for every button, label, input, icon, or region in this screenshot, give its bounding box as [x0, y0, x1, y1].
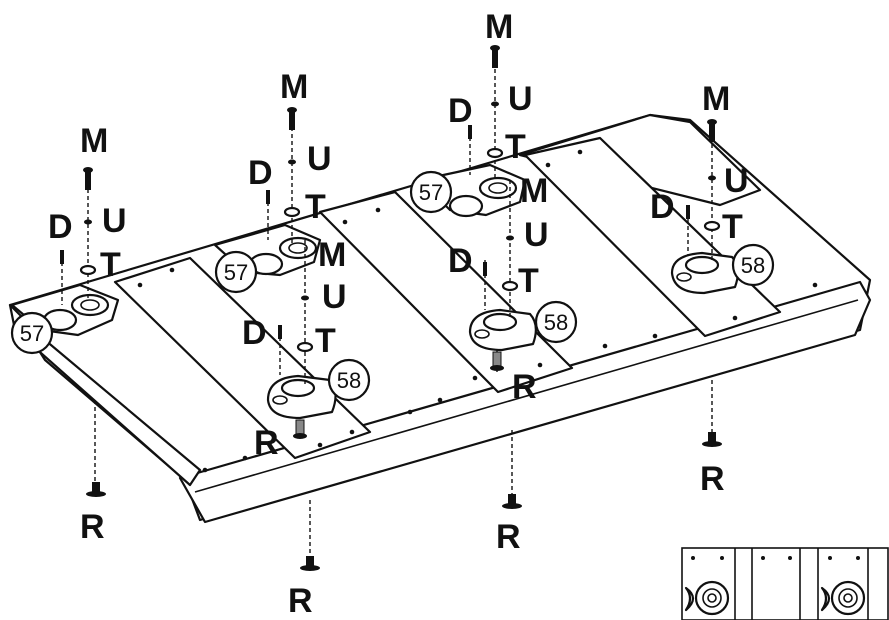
label-r: R: [254, 424, 279, 462]
frame-hole: [602, 343, 608, 349]
frame-hole: [537, 362, 543, 368]
callout-57: 57: [419, 180, 443, 205]
label-t: T: [315, 322, 336, 360]
detail-inset: [681, 547, 889, 620]
dowel-d-icon: [278, 325, 282, 339]
label-m: M: [280, 68, 308, 106]
label-t: T: [722, 208, 743, 246]
callout-57: 57: [224, 260, 248, 285]
label-d: D: [48, 208, 73, 246]
label-d: D: [448, 242, 473, 280]
label-u: U: [102, 202, 127, 240]
label-t: T: [505, 128, 526, 166]
slat-hole: [137, 282, 143, 288]
frame-hole: [812, 282, 818, 288]
slat-hole: [652, 333, 658, 339]
washer-u-icon: [84, 219, 92, 225]
washer-t-icon: [501, 280, 519, 292]
dowel-d-icon: [60, 250, 64, 264]
callout-58: 58: [544, 310, 568, 335]
label-m: M: [80, 122, 108, 160]
slat-hole: [437, 397, 443, 403]
feet: [86, 351, 722, 571]
washer-t-icon: [296, 341, 314, 353]
washer-u-icon: [506, 235, 514, 241]
clamp-58-icon: [468, 308, 537, 352]
washer-u-icon: [708, 175, 716, 181]
label-u: U: [307, 140, 332, 178]
slat-hole: [577, 149, 583, 155]
screws: [83, 45, 717, 190]
label-r: R: [700, 460, 725, 498]
slat-hole: [732, 315, 738, 321]
label-t: T: [305, 188, 326, 226]
dowel-d-icon: [686, 205, 690, 219]
frame-hole: [472, 375, 478, 381]
label-r: R: [496, 518, 521, 556]
label-m: M: [318, 236, 346, 274]
screw-m-icon: [707, 119, 717, 142]
bracket-57-icon: [820, 580, 866, 616]
dowel-d-icon: [483, 262, 487, 276]
foot-r-icon: [300, 556, 320, 571]
label-d: D: [650, 188, 675, 226]
slat-hole: [545, 162, 551, 168]
screw-m-icon: [490, 45, 500, 68]
label-m: M: [485, 8, 513, 46]
washer-t-icon: [703, 220, 721, 232]
foot-r-icon: [490, 351, 504, 371]
slat-hole: [317, 442, 323, 448]
screw-m-icon: [83, 167, 93, 190]
slat-hole: [342, 219, 348, 225]
callout-57: 57: [20, 321, 44, 346]
callout-58: 58: [337, 368, 361, 393]
washer-u-icon: [301, 295, 309, 301]
foot-r-icon: [86, 482, 106, 497]
foot-r-icon: [293, 419, 307, 439]
clamp-58-icon: [266, 374, 337, 420]
label-m: M: [702, 80, 730, 118]
label-u: U: [508, 80, 533, 118]
label-r: R: [512, 368, 537, 406]
label-m: M: [520, 172, 548, 210]
slat-hole: [375, 207, 381, 213]
washer-u-icon: [288, 159, 296, 165]
label-d: D: [248, 154, 273, 192]
label-t: T: [518, 262, 539, 300]
label-d: D: [448, 92, 473, 130]
label-d: D: [242, 314, 267, 352]
washer-t-icon: [486, 147, 504, 159]
callouts: 57 57 57 58 58 58: [10, 170, 775, 402]
label-u: U: [524, 216, 549, 254]
washer-t-icon: [283, 206, 301, 218]
frame-hole: [242, 455, 248, 461]
slat-hole: [349, 429, 355, 435]
label-u: U: [322, 278, 347, 316]
washer-u-icon: [491, 101, 499, 107]
foot-r-icon: [502, 494, 522, 509]
frame-hole: [202, 467, 208, 473]
label-r: R: [80, 508, 105, 546]
screw-m-icon: [287, 107, 297, 130]
label-t: T: [100, 246, 121, 284]
label-u: U: [724, 162, 749, 200]
part-labels: M U D T M U D T M U D T M U D T M U D T …: [48, 8, 749, 620]
slat-hole: [407, 409, 413, 415]
callout-58: 58: [741, 253, 765, 278]
foot-r-icon: [702, 432, 722, 447]
label-r: R: [288, 582, 313, 620]
dowel-d-icon: [468, 125, 472, 139]
washer-t-icon: [79, 264, 97, 276]
clamp-58-icon: [670, 251, 739, 295]
dowels: [60, 125, 690, 339]
bracket-57-icon: [684, 580, 730, 616]
washers: [79, 101, 721, 353]
slat-hole: [169, 267, 175, 273]
dowel-d-icon: [266, 190, 270, 204]
rail-edge: [194, 299, 859, 493]
